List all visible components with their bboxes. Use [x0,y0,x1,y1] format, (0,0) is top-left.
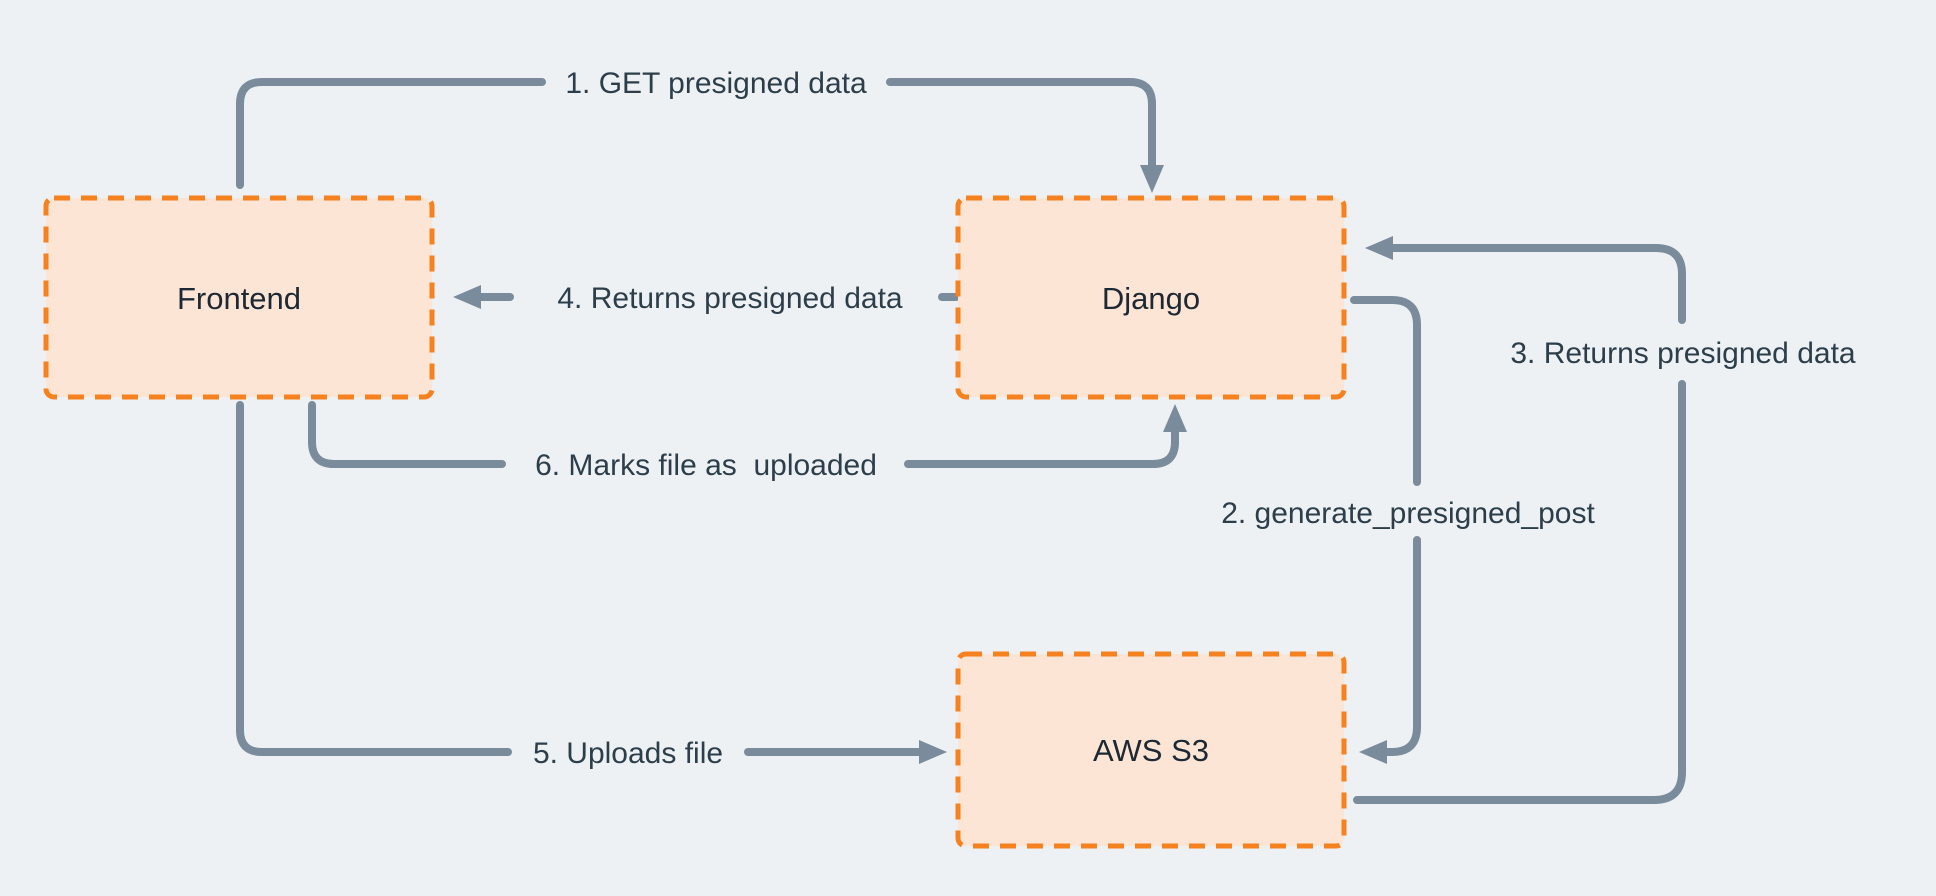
edge-6-marks-file-uploaded: 6. Marks file as uploaded [308,401,1187,482]
edge-5-line-start [236,401,512,756]
edge-3-returns-presigned-data: 3. Returns presigned data [1353,236,1856,804]
edge-label-4: 4. Returns presigned data [557,282,903,315]
node-frontend: Frontend [43,195,435,400]
edge-2-line-end [1359,536,1421,764]
django-box [955,195,1347,400]
node-aws-s3: AWS S3 [955,651,1347,849]
edge-3-line-end [1365,236,1686,324]
frontend-label: Frontend [177,281,301,316]
node-django: Django [955,195,1347,400]
aws-s3-label: AWS S3 [1093,733,1209,768]
edge-1-line-start [236,78,546,189]
edge-5-uploads-file: 5. Uploads file [236,401,947,770]
aws-s3-box [955,651,1347,849]
edge-4-returns-presigned-data: 4. Returns presigned data [453,282,960,315]
edge-6-line-end [904,404,1187,468]
edge-1-get-presigned-data: 1. GET presigned data [236,67,1164,193]
edge-2-line-start [1350,296,1421,486]
edge-label-5: 5. Uploads file [533,737,723,770]
edges: 1. GET presigned data 2. generate_presig… [236,67,1856,804]
edge-2-generate-presigned-post: 2. generate_presigned_post [1221,296,1595,764]
django-label: Django [1102,281,1200,316]
edge-label-2: 2. generate_presigned_post [1221,497,1595,530]
edge-1-line-end [886,78,1164,193]
frontend-box [43,195,435,400]
edge-label-6: 6. Marks file as uploaded [535,449,877,482]
edge-label-1: 1. GET presigned data [565,67,867,100]
edge-label-3: 3. Returns presigned data [1510,337,1856,370]
edge-3-line-start [1353,380,1686,804]
edge-6-line-start [308,401,506,468]
